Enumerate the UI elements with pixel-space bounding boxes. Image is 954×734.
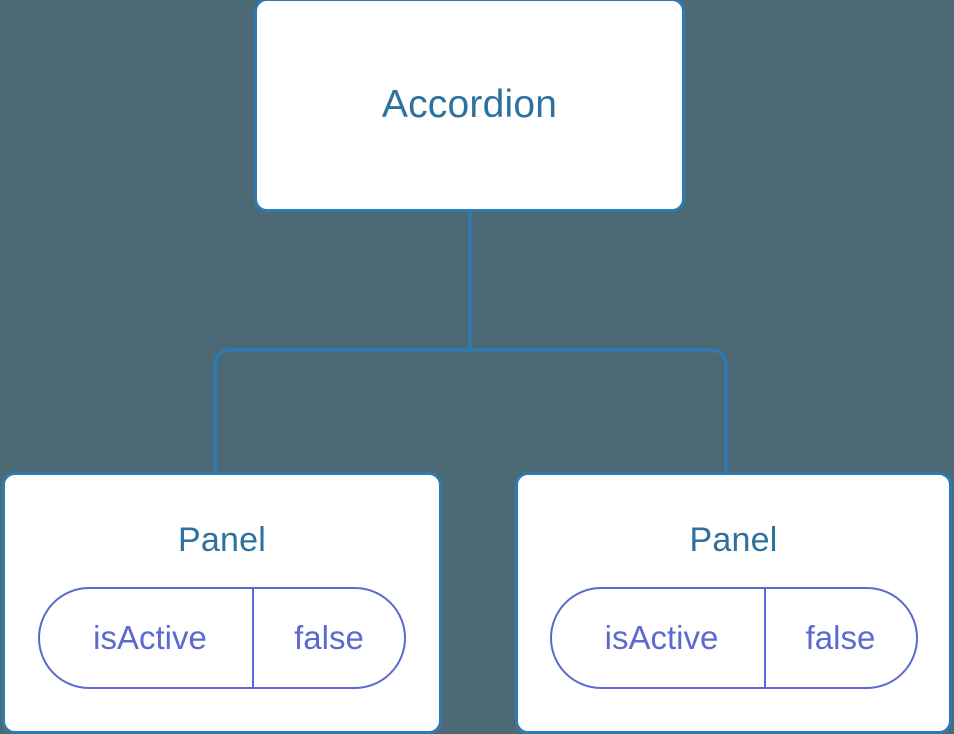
prop-pill-panel-2[interactable]: isActive false [549, 587, 918, 689]
node-panel-2-title: Panel [689, 521, 778, 559]
prop-key-isactive-1: isActive [93, 619, 207, 656]
connector-to-right-panel [470, 348, 728, 476]
node-panel-2[interactable]: Panel isActive false [515, 472, 952, 734]
prop-value-isactive-2: false [763, 589, 916, 687]
prop-key-isactive-2: isActive [604, 619, 719, 656]
prop-pill-panel-1[interactable]: isActive false [38, 587, 406, 689]
node-accordion[interactable]: Accordion [254, 0, 685, 212]
node-panel-1[interactable]: Panel isActive false [2, 472, 442, 734]
prop-value-isactive-1: false [252, 589, 404, 687]
connector-to-left-panel [213, 348, 470, 476]
node-accordion-title: Accordion [381, 83, 558, 126]
node-panel-1-title: Panel [178, 521, 266, 559]
